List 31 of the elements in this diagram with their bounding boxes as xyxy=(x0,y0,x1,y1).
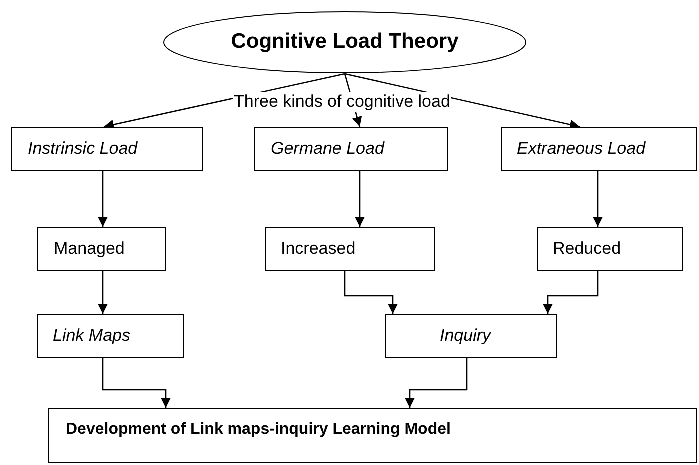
node-text: Extraneous Load xyxy=(517,139,646,159)
arrow xyxy=(405,358,468,408)
node-text: Reduced xyxy=(553,239,622,259)
process-box xyxy=(265,227,435,271)
arrow xyxy=(344,73,580,130)
process-box xyxy=(501,127,697,171)
arrow xyxy=(98,271,108,314)
node-text: Link Maps xyxy=(53,326,130,346)
node-text: Inquiry xyxy=(440,326,492,346)
topic-ellipse xyxy=(163,11,527,74)
process-box xyxy=(537,227,683,271)
annotation-text: Three kinds of cognitive load xyxy=(233,92,452,112)
process-box xyxy=(385,314,557,358)
arrow xyxy=(98,171,108,227)
arrow xyxy=(104,73,346,130)
process-box xyxy=(37,227,166,271)
node-text: Increased xyxy=(281,239,356,259)
node-text: Cognitive Load Theory xyxy=(230,30,460,54)
process-box xyxy=(37,314,184,358)
process-box xyxy=(254,127,448,171)
arrow xyxy=(543,271,599,314)
arrow xyxy=(344,271,398,314)
arrow xyxy=(355,171,365,227)
process-box xyxy=(48,408,697,463)
node-text: Germane Load xyxy=(271,139,384,159)
arrow xyxy=(593,171,603,227)
arrow xyxy=(102,358,171,408)
node-text: Instrinsic Load xyxy=(28,139,138,159)
node-text: Managed xyxy=(54,239,125,259)
node-text: Development of Link maps-inquiry Learning Model xyxy=(66,421,451,439)
process-box xyxy=(11,127,203,171)
